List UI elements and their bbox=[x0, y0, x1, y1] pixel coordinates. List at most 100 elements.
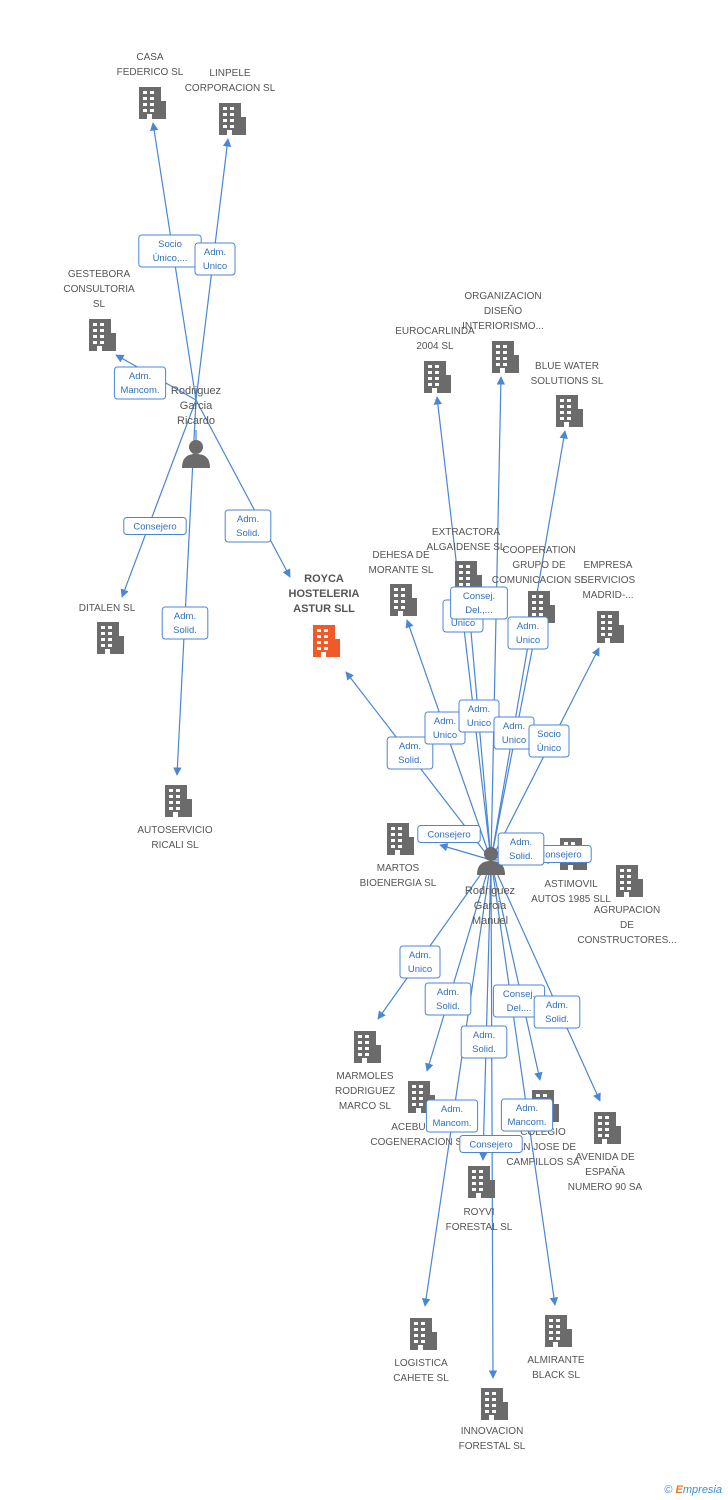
relation-text: Adm.Solid. bbox=[509, 837, 533, 862]
edge-manuel-royvi bbox=[479, 859, 492, 1161]
relation-label-manuel-innovacion: Consejero bbox=[459, 1135, 523, 1153]
building-icon bbox=[556, 395, 583, 427]
relation-text: Adm.Unico bbox=[408, 950, 432, 975]
relation-label-manuel-acebuche: Adm.Solid. bbox=[424, 982, 472, 1016]
relation-text: Adm.Unico bbox=[203, 247, 227, 272]
edge-manuel-logistica bbox=[421, 859, 492, 1307]
edge-manuel-avenida bbox=[490, 859, 601, 1102]
relation-label-manuel-agrupacion: Adm.Solid. bbox=[497, 832, 545, 866]
relation-text: Adm.Unico bbox=[502, 721, 526, 746]
relation-label-manuel-royca: Adm.Solid. bbox=[386, 736, 434, 770]
building-icon bbox=[616, 865, 643, 897]
relation-edges bbox=[115, 122, 601, 1379]
copyright-symbol: © bbox=[664, 1484, 673, 1496]
relation-label-manuel-bluewater: Adm.Unico bbox=[493, 716, 535, 750]
relation-label-manuel-avenida: Adm.Solid. bbox=[533, 995, 581, 1029]
building-icon bbox=[545, 1315, 572, 1347]
empresia-credit[interactable]: © Empresia bbox=[664, 1484, 722, 1496]
relation-label-ricardo-autoservicio: Adm.Solid. bbox=[161, 606, 209, 640]
person-icon bbox=[182, 440, 210, 468]
relation-label-manuel-logistica: Adm.Mancom. bbox=[425, 1099, 479, 1133]
node-label: DITALEN SL bbox=[79, 603, 136, 614]
relation-text: Adm.Mancom. bbox=[507, 1103, 546, 1128]
relation-label-ricardo-gestebora: Adm.Mancom. bbox=[113, 366, 167, 400]
building-icon bbox=[89, 319, 116, 351]
company-node-ditalen[interactable]: DITALEN SL bbox=[79, 603, 136, 654]
building-icon bbox=[410, 1318, 437, 1350]
edge-manuel-innovacion bbox=[488, 859, 498, 1379]
relation-text: Adm.Solid. bbox=[545, 1000, 569, 1025]
relation-label-manuel-martos: Consejero bbox=[417, 825, 481, 843]
building-icon bbox=[424, 361, 451, 393]
relation-text: Consejero bbox=[133, 522, 176, 533]
relation-text: Consej.Del.... bbox=[503, 989, 535, 1014]
building-icon bbox=[165, 785, 192, 817]
edge-manuel-marmoles bbox=[377, 859, 492, 1020]
relation-text: Adm.Solid. bbox=[236, 514, 260, 539]
edge-ricardo-royca bbox=[195, 399, 291, 578]
building-icon bbox=[481, 1388, 508, 1420]
edge-manuel-acebuche bbox=[425, 859, 492, 1072]
building-icon bbox=[594, 1112, 621, 1144]
relation-text: Adm.Unico bbox=[467, 704, 491, 729]
building-icon bbox=[97, 622, 124, 654]
relation-label-manuel-cooperation: Adm.Unico bbox=[507, 616, 549, 650]
edge-manuel-almirante bbox=[490, 859, 559, 1306]
relation-text: Adm.Solid. bbox=[398, 741, 422, 766]
relation-text: Consejero bbox=[538, 850, 581, 861]
edge-manuel-colegio bbox=[490, 859, 543, 1081]
empresia-logo-text: mpresia bbox=[682, 1484, 722, 1496]
relation-label-ricardo-royca: Adm.Solid. bbox=[224, 509, 272, 543]
building-icon bbox=[597, 611, 624, 643]
relation-text: Adm.Solid. bbox=[472, 1030, 496, 1055]
